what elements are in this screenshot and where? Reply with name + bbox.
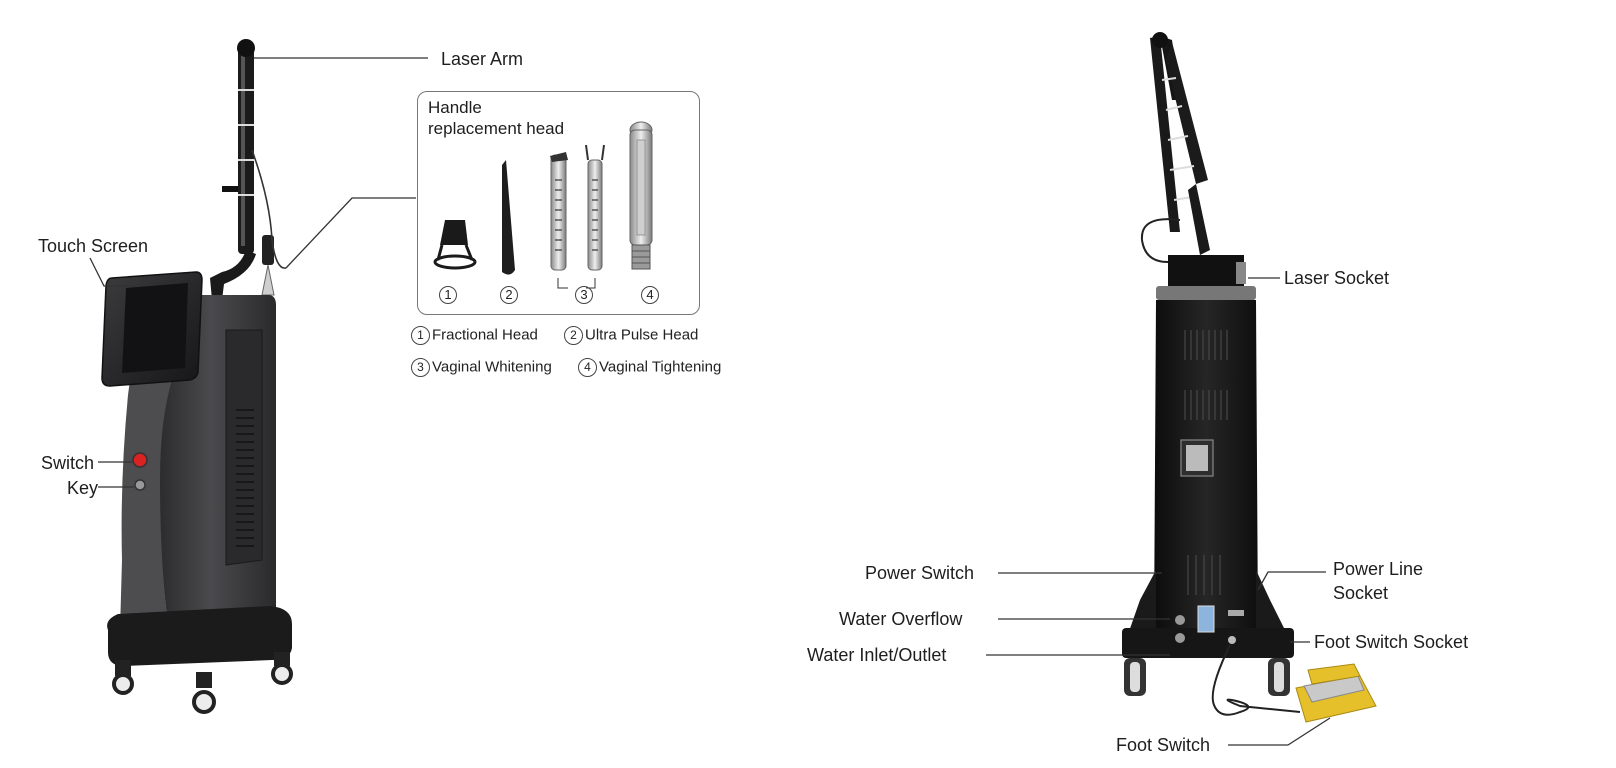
- handle-heads: [433, 121, 653, 289]
- head-number-4: 4: [641, 286, 659, 304]
- label-power-line-socket-line2: Socket: [1333, 583, 1389, 603]
- back-machine: [1122, 32, 1377, 723]
- legend-number-1: 1: [411, 326, 430, 345]
- legend-number-4: 4: [578, 358, 597, 377]
- label-power-line-socket-line1: Power Line: [1333, 559, 1424, 579]
- back-leader-lines: [986, 277, 1331, 746]
- front-machine: [101, 39, 293, 714]
- label-foot-switch-socket: Foot Switch Socket: [1314, 632, 1469, 652]
- label-laser-arm: Laser Arm: [441, 49, 524, 69]
- legend-text-3: Vaginal Whitening: [432, 358, 552, 376]
- label-power-line-socket: Power Line Socket: [1333, 557, 1423, 605]
- legend-text-1: Fractional Head: [432, 326, 538, 344]
- legend-number-3: 3: [411, 358, 430, 377]
- head-number-3: 3: [575, 286, 593, 304]
- label-laser-socket: Laser Socket: [1284, 268, 1390, 288]
- label-key: Key: [67, 478, 99, 498]
- label-water-overflow: Water Overflow: [839, 609, 963, 629]
- label-power-switch: Power Switch: [865, 563, 975, 583]
- head-number-1: 1: [439, 286, 457, 304]
- legend-text-2: Ultra Pulse Head: [585, 326, 699, 344]
- label-switch: Switch: [41, 453, 95, 473]
- label-water-inlet-outlet: Water Inlet/Outlet: [807, 645, 947, 665]
- panel-title-line2: replacement head: [428, 119, 565, 138]
- head-number-2: 2: [500, 286, 518, 304]
- panel-title-line1: Handle: [428, 98, 482, 117]
- legend-number-2: 2: [564, 326, 583, 345]
- legend-text-4: Vaginal Tightening: [599, 358, 722, 376]
- front-leader-lines: [89, 57, 428, 488]
- panel-title: Handle replacement head: [428, 97, 564, 139]
- label-foot-switch: Foot Switch: [1116, 735, 1211, 755]
- label-touch-screen: Touch Screen: [38, 236, 149, 256]
- handle-replacement-panel: Handle replacement head 1 2 3 4: [417, 91, 700, 315]
